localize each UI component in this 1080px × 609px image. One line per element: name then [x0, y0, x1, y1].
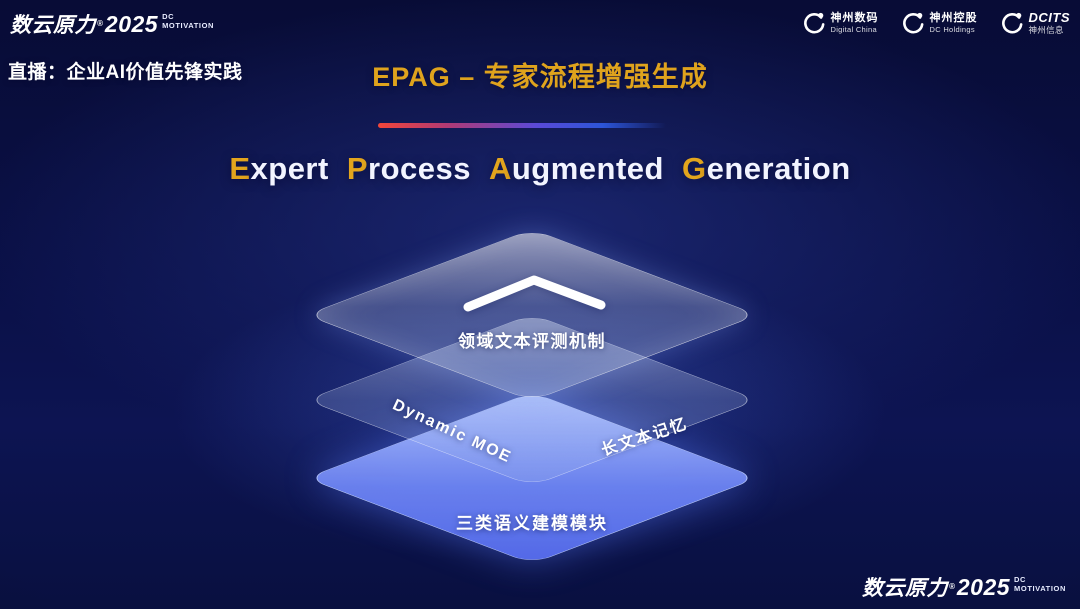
- logo-cn-label: 神州数码: [830, 12, 879, 24]
- subtitle-rest: rocess: [368, 151, 471, 186]
- subtitle-word: Augmented: [489, 151, 664, 186]
- brand-sub-line2: MOTIVATION: [1014, 584, 1066, 593]
- brand-sub-line2: MOTIVATION: [162, 21, 215, 30]
- brand-wordmark: 数云原力®2025: [862, 572, 1010, 602]
- bottom-layer-label: 三类语义建模模块: [456, 514, 608, 533]
- logo-text: DCITS 神州信息: [1028, 10, 1071, 36]
- partner-logos: 神州数码 Digital China 神州控股 DC Holdings DCIT…: [800, 11, 1071, 37]
- brand-subtitle: DC MOTIVATION: [1014, 575, 1066, 593]
- english-subtitle: Expert Process Augmented Generation: [0, 151, 1080, 187]
- logo-en-label: 神州信息: [1028, 25, 1064, 35]
- title-underline-gradient: [378, 123, 666, 128]
- swoosh-icon: [902, 12, 923, 34]
- subtitle-cap: P: [346, 151, 369, 186]
- logo-cn-label: 神州控股: [929, 12, 978, 24]
- swoosh-icon: [803, 12, 824, 34]
- logo-text: 神州控股 DC Holdings: [930, 12, 978, 36]
- brand-sub-line1: DC: [162, 12, 175, 21]
- brand-registered-mark: ®: [948, 581, 955, 591]
- brand-name: 数云原力: [861, 577, 948, 600]
- logo-dcits: DCITS 神州信息: [998, 11, 1071, 37]
- brand-logo-top-left: 数云原力®2025 DC MOTIVATION: [10, 9, 214, 39]
- logo-en-label: DC Holdings: [929, 25, 975, 34]
- brand-subtitle: DC MOTIVATION: [162, 12, 214, 30]
- subtitle-rest: eneration: [706, 151, 851, 186]
- brand-sub-line1: DC: [1014, 575, 1027, 584]
- brand-logo-bottom-right: 数云原力®2025 DC MOTIVATION: [862, 572, 1066, 602]
- brand-wordmark: 数云原力®2025: [10, 9, 158, 39]
- brand-year: 2025: [104, 11, 159, 37]
- subtitle-word: Process: [347, 151, 471, 186]
- logo-dc-holdings: 神州控股 DC Holdings: [899, 11, 978, 37]
- logo-cn-label: DCITS: [1028, 10, 1070, 25]
- subtitle-rest: ugmented: [511, 151, 664, 186]
- page-title: EPAG – 专家流程增强生成: [372, 62, 708, 92]
- subtitle-cap: E: [229, 151, 251, 186]
- brand-name: 数云原力: [10, 14, 96, 37]
- swoosh-icon: [1001, 12, 1022, 34]
- brand-registered-mark: ®: [97, 18, 103, 28]
- subtitle-cap: A: [488, 151, 512, 186]
- logo-digital-china: 神州数码 Digital China: [800, 11, 879, 37]
- top-layer-label: 领域文本评测机制: [458, 332, 606, 351]
- layer-stack-diagram: 领域文本评测机制 Dynamic MOE 长文本记忆 三类语义建模模块: [302, 215, 762, 565]
- subtitle-word: Expert: [229, 151, 329, 186]
- subtitle-cap: G: [682, 151, 707, 186]
- chevron-up-icon: [463, 275, 606, 312]
- subtitle-rest: xpert: [250, 151, 329, 186]
- subtitle-word: Generation: [682, 151, 851, 186]
- logo-en-label: Digital China: [830, 25, 877, 34]
- brand-year: 2025: [956, 574, 1011, 600]
- logo-text: 神州数码 Digital China: [831, 12, 879, 36]
